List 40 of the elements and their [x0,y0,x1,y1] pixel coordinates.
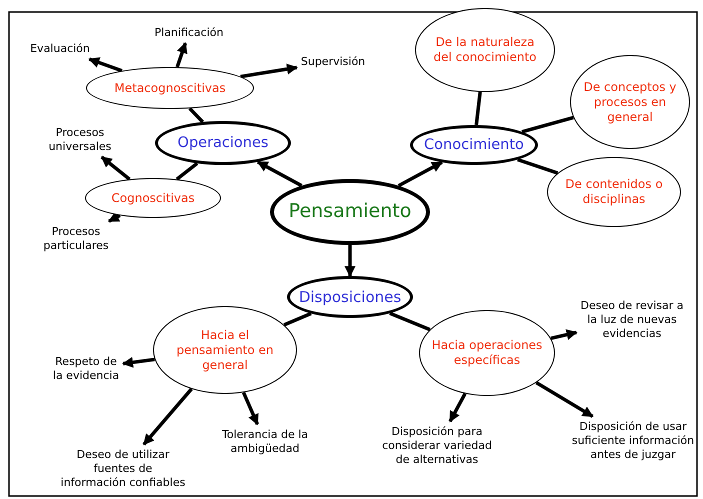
node-text: Planificación [139,26,239,40]
connector-line [522,116,574,134]
arrow [100,156,131,181]
node-text: Procesos universales [40,126,120,154]
node-label: Operaciones [178,134,268,152]
node-label: De conceptos y procesos en general [582,80,678,124]
node-text: Deseo de revisar a la luz de nuevas evidencias [580,299,684,341]
node-label: Hacia operaciones específicas [430,338,544,368]
node-text: Evaluación [15,42,105,56]
arrow [448,392,467,422]
connector-line [517,158,558,175]
node-text: Respeto de la evidencia [50,355,122,383]
node-label: Disposiciones [298,288,402,306]
node-label: Cognoscitivas [111,190,195,206]
arrow [88,57,122,72]
connector-line [474,92,482,126]
node-text: Disposición de usar suficiente información antes de juzgar [558,420,703,462]
arrow [142,388,193,446]
node-text: Disposición para considerar variedad de alternativas [375,425,499,467]
node-text: Supervisión [288,55,378,69]
node-label: Pensamiento [288,200,412,224]
arrow [550,329,578,340]
arrow [108,212,121,223]
connector-line [389,312,431,332]
arrow [240,64,298,78]
connector-line [188,107,204,124]
node-label: De contenidos o disciplinas [564,177,664,207]
connector-line [283,312,312,327]
node-label: Conocimiento [424,136,524,154]
node-label: Hacia el pensamiento en general [175,328,275,372]
node-text: Procesos particulares [34,225,118,253]
arrow [344,245,356,278]
node-text: Tolerancia de la ambigüedad [210,428,320,456]
arrow [122,356,155,368]
arrow [176,42,188,68]
node-label: Metacognoscitivas [114,80,226,96]
arrow [242,392,260,426]
arrow [535,381,594,418]
node-text: Deseo de utilizar fuentes de información confiables [60,448,186,490]
node-label: De la naturaleza del conocimiento [432,35,538,65]
